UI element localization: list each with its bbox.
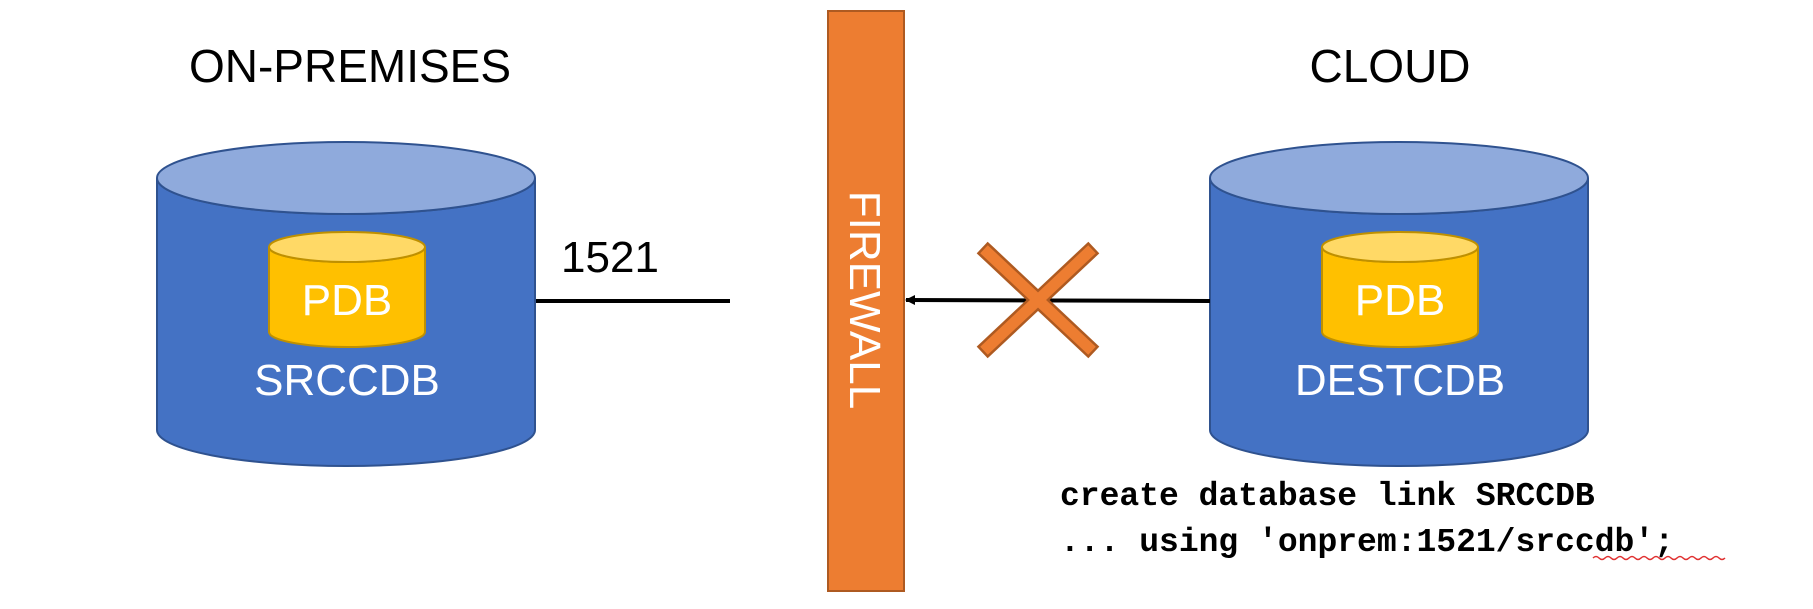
code-line-2: ... using 'onprem:1521/srccdb'; [1060, 524, 1674, 561]
srccdb-pdb-icon [268, 231, 426, 348]
destcdb-pdb-label: PDB [1355, 276, 1445, 325]
on-premises-heading: ON-PREMISES [189, 40, 511, 92]
srccdb-pdb-label: PDB [302, 276, 392, 325]
destcdb-pdb-icon [1321, 231, 1479, 348]
code-line-1: create database link SRCCDB [1060, 478, 1595, 515]
code-line-2-underlined: srccdb [1515, 524, 1634, 561]
code-line-2-suffix: '; [1634, 524, 1674, 561]
blocked-x-icon [976, 241, 1100, 359]
code-line-2-prefix: ... using 'onprem:1521/ [1060, 524, 1515, 561]
firewall-bar [827, 10, 905, 592]
firewall-label: FIREWALL [840, 191, 889, 409]
destcdb-label: DESTCDB [1295, 356, 1505, 405]
cloud-heading: CLOUD [1309, 40, 1470, 92]
srccdb-label: SRCCDB [254, 356, 440, 405]
port-label: 1521 [561, 233, 659, 282]
blocked-connection-arrow [905, 295, 1211, 306]
spellcheck-underline [1592, 555, 1726, 561]
